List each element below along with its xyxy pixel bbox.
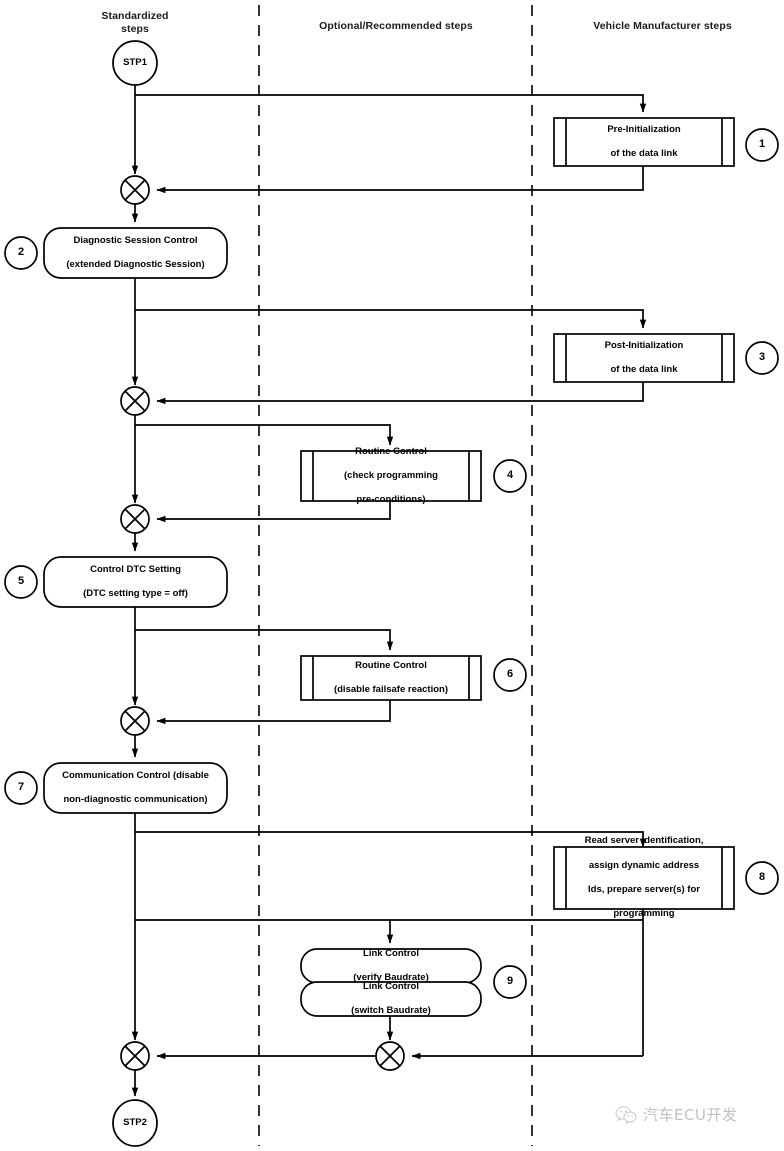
step-5-marker-label: 5	[17, 575, 25, 587]
step-6-marker-label: 6	[506, 668, 514, 680]
lane-header-standardized-line1: Standardized	[101, 10, 169, 22]
step-1-shape	[553, 117, 735, 167]
lane-header-vehicle-manufacturer: Vehicle Manufacturer steps	[545, 20, 780, 33]
junction-2	[120, 386, 150, 416]
step-2-marker-circle	[4, 236, 38, 270]
step-9a-shape	[300, 948, 482, 984]
step-2-shape	[43, 227, 228, 279]
step-9b-shape	[300, 981, 482, 1017]
terminal-stp2-shape	[112, 1099, 158, 1147]
step-7-marker-label: 7	[17, 781, 25, 793]
step-8-marker-label: 8	[758, 871, 766, 883]
step-3-shape	[553, 333, 735, 383]
lane-header-optional: Optional/Recommended steps	[276, 20, 516, 33]
step-9-marker-label: 9	[506, 975, 514, 987]
step-7-marker-circle	[4, 771, 38, 805]
lane-header-standardized: Standardized steps	[85, 10, 185, 36]
step-6-marker-circle	[493, 658, 527, 692]
step-6-shape	[300, 655, 482, 701]
junction-5	[120, 1041, 150, 1071]
terminal-stp1-label: STP1	[123, 57, 147, 68]
junction-3	[120, 504, 150, 534]
lane-header-optional-line1: Optional/Recommended steps	[319, 20, 473, 32]
wechat-icon	[615, 1105, 637, 1124]
step-3-marker-label: 3	[758, 351, 766, 363]
step-1-marker-circle	[745, 128, 779, 162]
junction-1	[120, 175, 150, 205]
step-4-marker-circle	[493, 459, 527, 493]
lane-header-vehicle-line1: Vehicle Manufacturer steps	[593, 20, 732, 32]
step-9-marker-circle	[493, 965, 527, 999]
watermark-text: 汽车ECU开发	[643, 1106, 738, 1124]
step-8-marker-circle	[745, 861, 779, 895]
step-5-shape	[43, 556, 228, 608]
step-4-marker-label: 4	[506, 469, 514, 481]
watermark: 汽车ECU开发	[615, 1104, 737, 1125]
step-4-shape	[300, 450, 482, 502]
step-8-shape	[553, 846, 735, 910]
junction-6	[375, 1041, 405, 1071]
terminal-stp2-label: STP2	[123, 1117, 147, 1128]
step-5-marker-circle	[4, 565, 38, 599]
step-7-shape	[43, 762, 228, 814]
step-2-marker-label: 2	[17, 246, 25, 258]
step-3-marker-circle	[745, 341, 779, 375]
junction-4	[120, 706, 150, 736]
step-1-marker-label: 1	[758, 138, 766, 150]
lane-header-standardized-line2: steps	[121, 23, 149, 36]
